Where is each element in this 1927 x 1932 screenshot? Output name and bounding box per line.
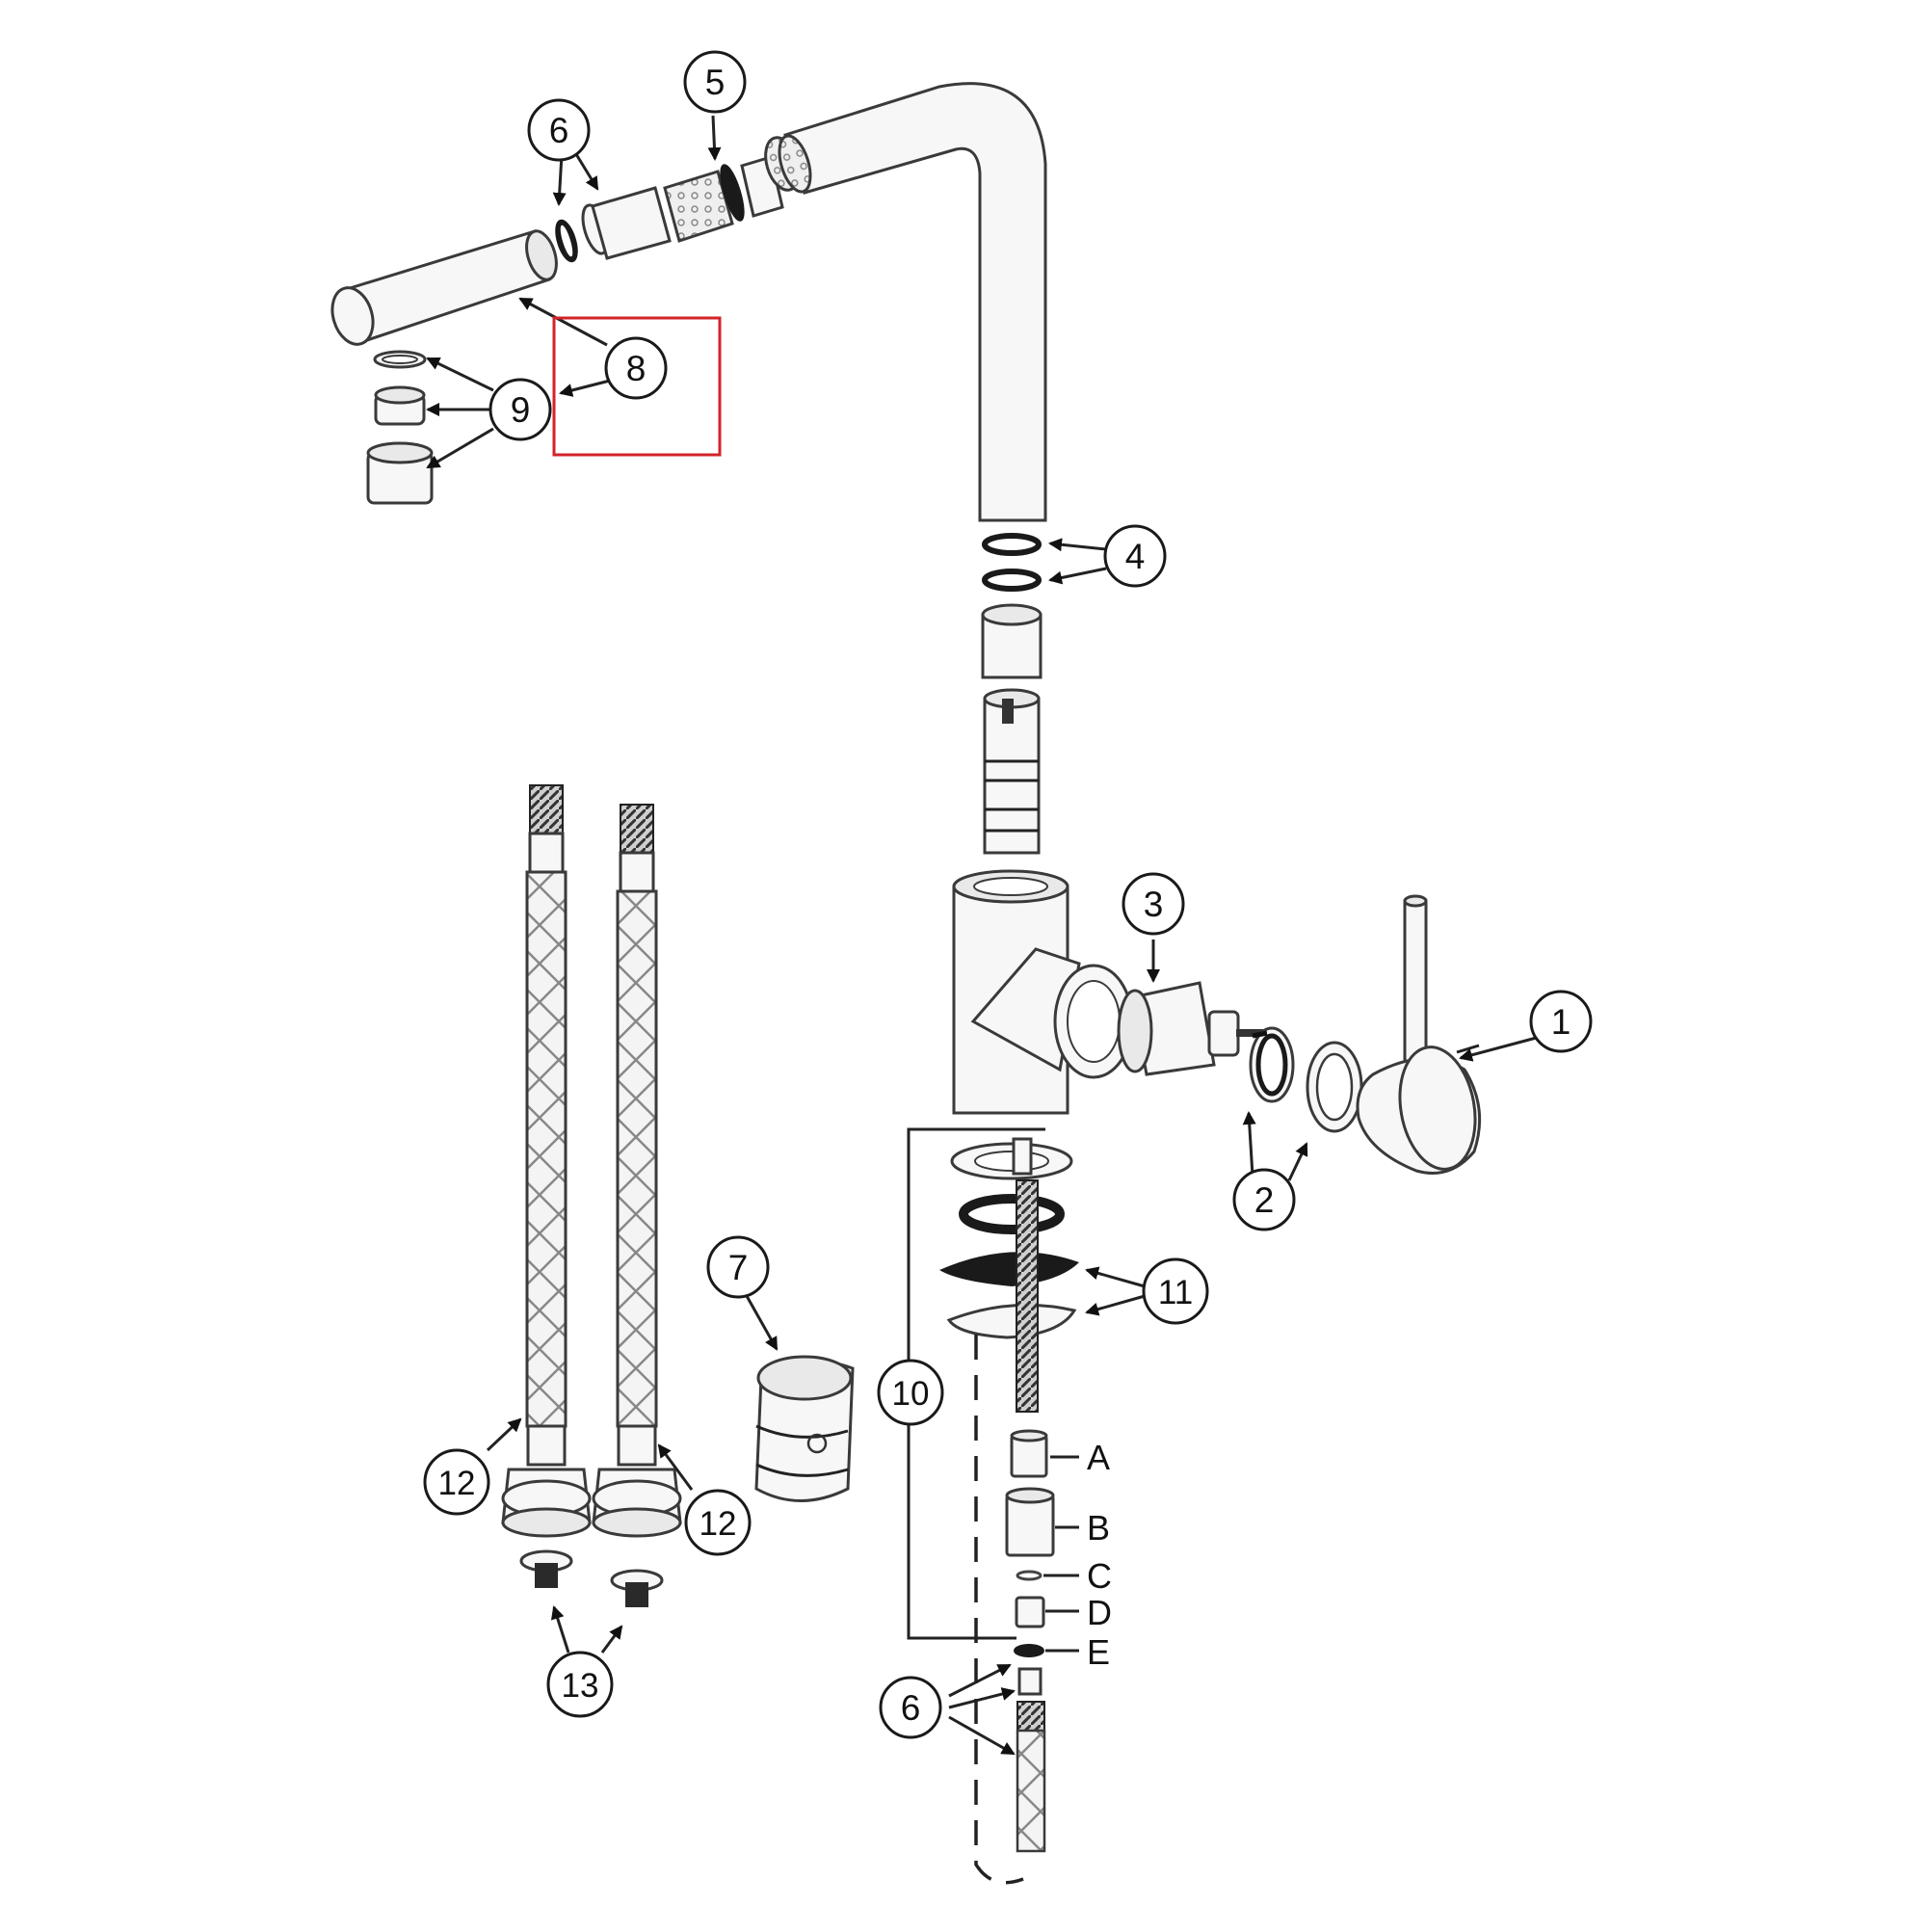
supply-hose-left xyxy=(501,784,592,1538)
center-hose-guide xyxy=(974,1335,1024,1885)
svg-text:10: 10 xyxy=(892,1375,930,1413)
supply-inlet-center xyxy=(1016,1667,1046,1853)
swivel-insert xyxy=(983,688,1041,855)
faucet-body xyxy=(952,869,1134,1115)
aerator-parts xyxy=(366,350,434,505)
callout-7: 7 xyxy=(706,1235,770,1299)
spout-upper-arm xyxy=(778,82,1047,522)
svg-text:2: 2 xyxy=(1254,1180,1275,1220)
installation-tool xyxy=(754,1355,855,1502)
label-e: E xyxy=(1087,1632,1110,1672)
callout-12-left: 12 xyxy=(423,1448,490,1516)
lever-handle xyxy=(1356,894,1482,1175)
label-a: A xyxy=(1087,1438,1110,1477)
spout-connector-sleeve xyxy=(591,186,672,260)
callout-11: 11 xyxy=(1142,1257,1209,1325)
svg-text:12: 12 xyxy=(438,1465,476,1502)
label-c: C xyxy=(1087,1556,1112,1596)
callout-6-bottom: 6 xyxy=(879,1676,942,1739)
highlight-box xyxy=(552,316,722,457)
leader-lines xyxy=(426,115,1544,1756)
svg-text:7: 7 xyxy=(728,1248,749,1287)
label-d: D xyxy=(1087,1593,1112,1632)
svg-text:8: 8 xyxy=(626,349,647,388)
spout-adapter-sleeve xyxy=(981,603,1043,679)
svg-text:4: 4 xyxy=(1125,537,1146,576)
svg-text:12: 12 xyxy=(700,1505,737,1543)
svg-text:11: 11 xyxy=(1158,1274,1193,1311)
supply-hose-right xyxy=(592,804,682,1538)
mounting-threaded-rod xyxy=(1012,1137,1039,1413)
callout-12-right: 12 xyxy=(684,1489,752,1556)
callout-3: 3 xyxy=(1122,872,1185,936)
callout-1: 1 xyxy=(1529,990,1593,1053)
callout-13: 13 xyxy=(546,1651,614,1718)
svg-text:6: 6 xyxy=(901,1688,921,1728)
svg-text:13: 13 xyxy=(562,1667,599,1705)
callout-4: 4 xyxy=(1103,524,1167,588)
mounting-small-parts xyxy=(1005,1429,1055,1657)
spout-outlet-tube xyxy=(330,229,558,346)
callout-6-top: 6 xyxy=(527,98,591,162)
callout-2: 2 xyxy=(1232,1168,1296,1231)
svg-text:5: 5 xyxy=(705,63,726,102)
svg-text:3: 3 xyxy=(1144,885,1164,924)
callout-10: 10 xyxy=(877,1359,944,1426)
label-b: B xyxy=(1087,1508,1110,1548)
mounting-washers xyxy=(939,1142,1079,1339)
callout-9: 9 xyxy=(488,378,552,441)
handle-retaining-rings xyxy=(1249,1026,1363,1133)
svg-text:6: 6 xyxy=(549,111,569,150)
svg-text:9: 9 xyxy=(511,390,531,430)
valve-cartridge xyxy=(1117,981,1265,1076)
callout-5: 5 xyxy=(683,50,747,114)
spout-o-rings xyxy=(982,533,1042,592)
svg-text:1: 1 xyxy=(1551,1002,1571,1042)
callout-8: 8 xyxy=(604,336,668,400)
hose-filter-washers xyxy=(519,1549,664,1607)
